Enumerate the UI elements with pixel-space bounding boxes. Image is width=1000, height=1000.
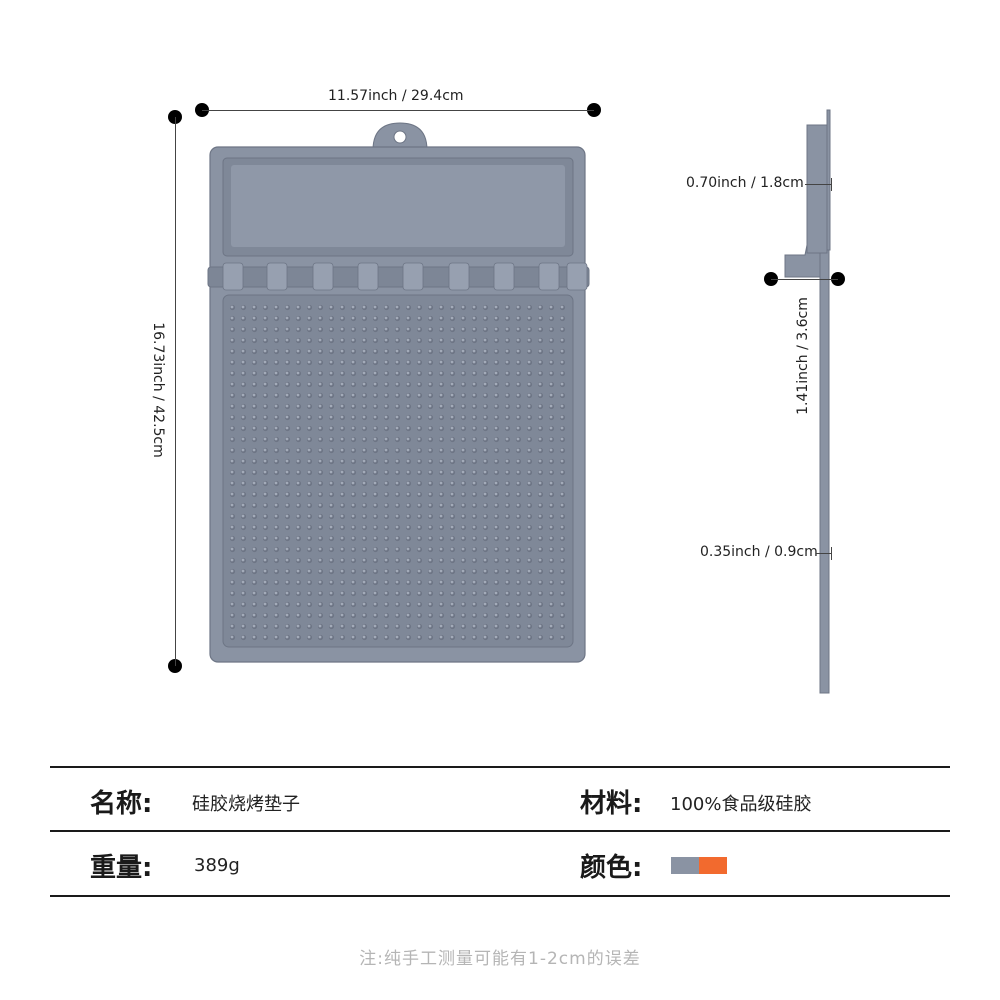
spec-weight-key: 重量: [90, 853, 153, 883]
spec-name-value: 硅胶烧烤垫子 [192, 794, 300, 815]
spec-material-value: 100%食品级硅胶 [670, 794, 812, 815]
table-rule-top [50, 766, 950, 768]
width-label: 11.57inch / 29.4cm [328, 88, 464, 104]
width-marker-right [587, 103, 601, 117]
spec-color-key: 颜色: [580, 853, 643, 883]
spec-name-key: 名称: [90, 789, 153, 819]
spec-weight-value: 389g [194, 855, 240, 876]
silicone-mat-front-illustration [207, 122, 590, 663]
spec-material-key: 材料: [580, 789, 643, 819]
measurement-footnote: 注:纯手工测量可能有1-2cm的误差 [359, 949, 641, 969]
table-rule-bottom [50, 895, 950, 897]
product-front-view [205, 115, 595, 665]
spec-color-swatches [671, 857, 727, 874]
table-rule-middle [50, 830, 950, 832]
silicone-mat-side-illustration [784, 109, 831, 694]
ledge-depth-label: 1.41inch / 3.6cm [795, 297, 811, 415]
top-thickness-tick [831, 178, 832, 191]
base-thickness-tick [831, 547, 832, 560]
top-thickness-label: 0.70inch / 1.8cm [686, 175, 804, 191]
ledge-line [771, 279, 838, 280]
color-swatch-orange [699, 857, 727, 874]
width-line [202, 110, 594, 111]
ledge-marker-right [831, 272, 845, 286]
height-label: 16.73inch / 42.5cm [150, 322, 166, 458]
base-thickness-label: 0.35inch / 0.9cm [700, 544, 818, 560]
height-marker-bottom [168, 659, 182, 673]
top-thickness-line [805, 184, 832, 185]
height-line [175, 117, 176, 666]
base-thickness-line [816, 553, 832, 554]
color-swatch-gray [671, 857, 699, 874]
product-side-view [775, 105, 845, 697]
